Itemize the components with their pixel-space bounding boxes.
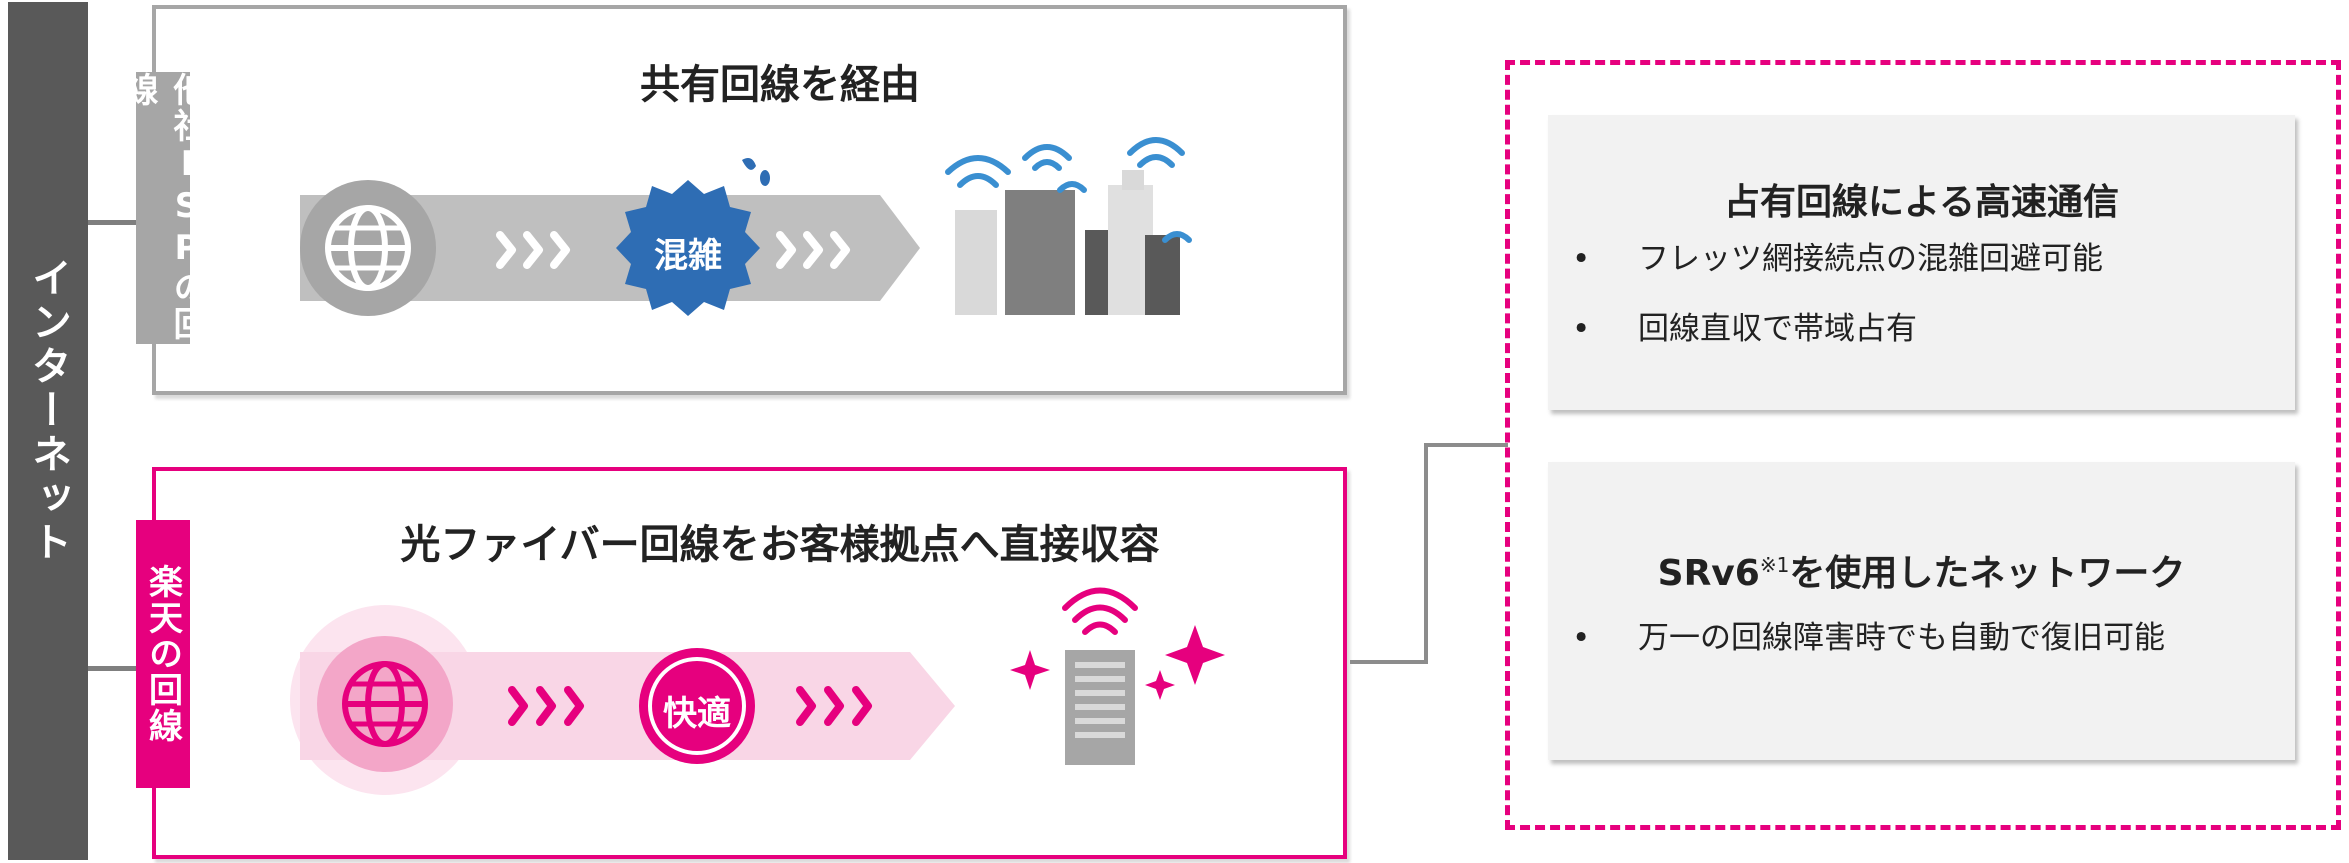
rakuten-tag: 楽天の回線 (136, 520, 190, 788)
feature-title: 占有回線による高速通信 (1724, 182, 2119, 223)
comfort-label: 快適 (663, 694, 731, 734)
features-dashed-box (1505, 60, 2341, 830)
shared-line-title: 共有回線を経由 (640, 62, 920, 108)
connector-right-v (1424, 443, 1428, 664)
connector-top (88, 220, 140, 225)
rakuten-line-title: 光ファイバー回線をお客様拠点へ直接収容 (400, 522, 1160, 568)
feature-bullet: •フレッツ網接続点の混雑回避可能 (1572, 241, 2103, 277)
other-isp-tag: 他社ISPの回線 (118, 72, 207, 344)
feature-bullet: •回線直収で帯域占有 (1572, 311, 1917, 347)
congestion-label: 混雑 (654, 236, 722, 276)
feature-card-dedicated-line: 占有回線による高速通信 •フレッツ網接続点の混雑回避可能 •回線直収で帯域占有 (1548, 115, 2295, 410)
feature-title: SRv6※1を使用したネットワーク (1657, 553, 2186, 594)
connector-right-h2 (1424, 443, 1508, 447)
feature-bullet: •万一の回線障害時でも自動で復旧可能 (1572, 620, 2165, 656)
connector-bottom (88, 666, 140, 671)
connector-right-h (1350, 660, 1428, 664)
internet-bar: インターネット (8, 2, 88, 860)
feature-card-srv6: SRv6※1を使用したネットワーク •万一の回線障害時でも自動で復旧可能 (1548, 462, 2295, 760)
internet-label: インターネット (25, 257, 71, 565)
